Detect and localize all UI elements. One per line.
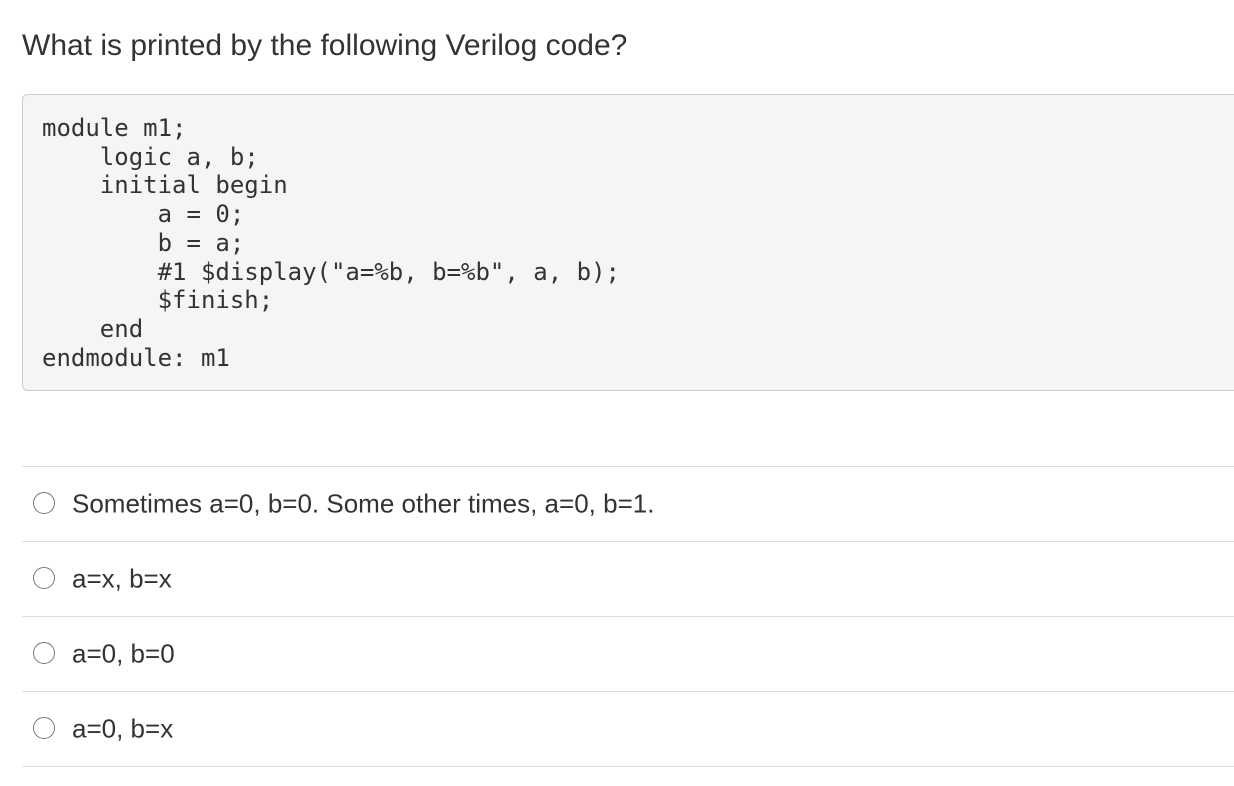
- radio-button[interactable]: [33, 717, 55, 739]
- answer-option-4[interactable]: a=0, b=x: [22, 692, 1234, 767]
- code-listing: module m1; logic a, b; initial begin a =…: [42, 114, 1234, 372]
- code-line: initial begin: [42, 171, 288, 200]
- answer-label[interactable]: Sometimes a=0, b=0. Some other times, a=…: [72, 488, 655, 519]
- answer-list: Sometimes a=0, b=0. Some other times, a=…: [22, 466, 1234, 767]
- answer-option-2[interactable]: a=x, b=x: [22, 542, 1234, 617]
- answer-label[interactable]: a=x, b=x: [72, 563, 172, 594]
- code-line: #1 $display("a=%b, b=%b", a, b);: [42, 257, 620, 286]
- code-line: end: [42, 314, 144, 343]
- code-line: b = a;: [42, 228, 245, 257]
- question-title: What is printed by the following Verilog…: [22, 29, 628, 62]
- answer-option-1[interactable]: Sometimes a=0, b=0. Some other times, a=…: [22, 467, 1234, 542]
- radio-button[interactable]: [33, 642, 55, 664]
- radio-button[interactable]: [33, 567, 55, 589]
- code-line: a = 0;: [42, 200, 245, 229]
- radio-button[interactable]: [33, 492, 55, 514]
- answer-option-3[interactable]: a=0, b=0: [22, 617, 1234, 692]
- code-block: module m1; logic a, b; initial begin a =…: [22, 94, 1234, 391]
- code-line: logic a, b;: [42, 142, 259, 171]
- code-line: module m1;: [42, 114, 187, 142]
- answer-label[interactable]: a=0, b=x: [72, 713, 174, 744]
- code-line: $finish;: [42, 286, 274, 315]
- answer-label[interactable]: a=0, b=0: [72, 638, 175, 669]
- code-line: endmodule: m1: [42, 343, 230, 372]
